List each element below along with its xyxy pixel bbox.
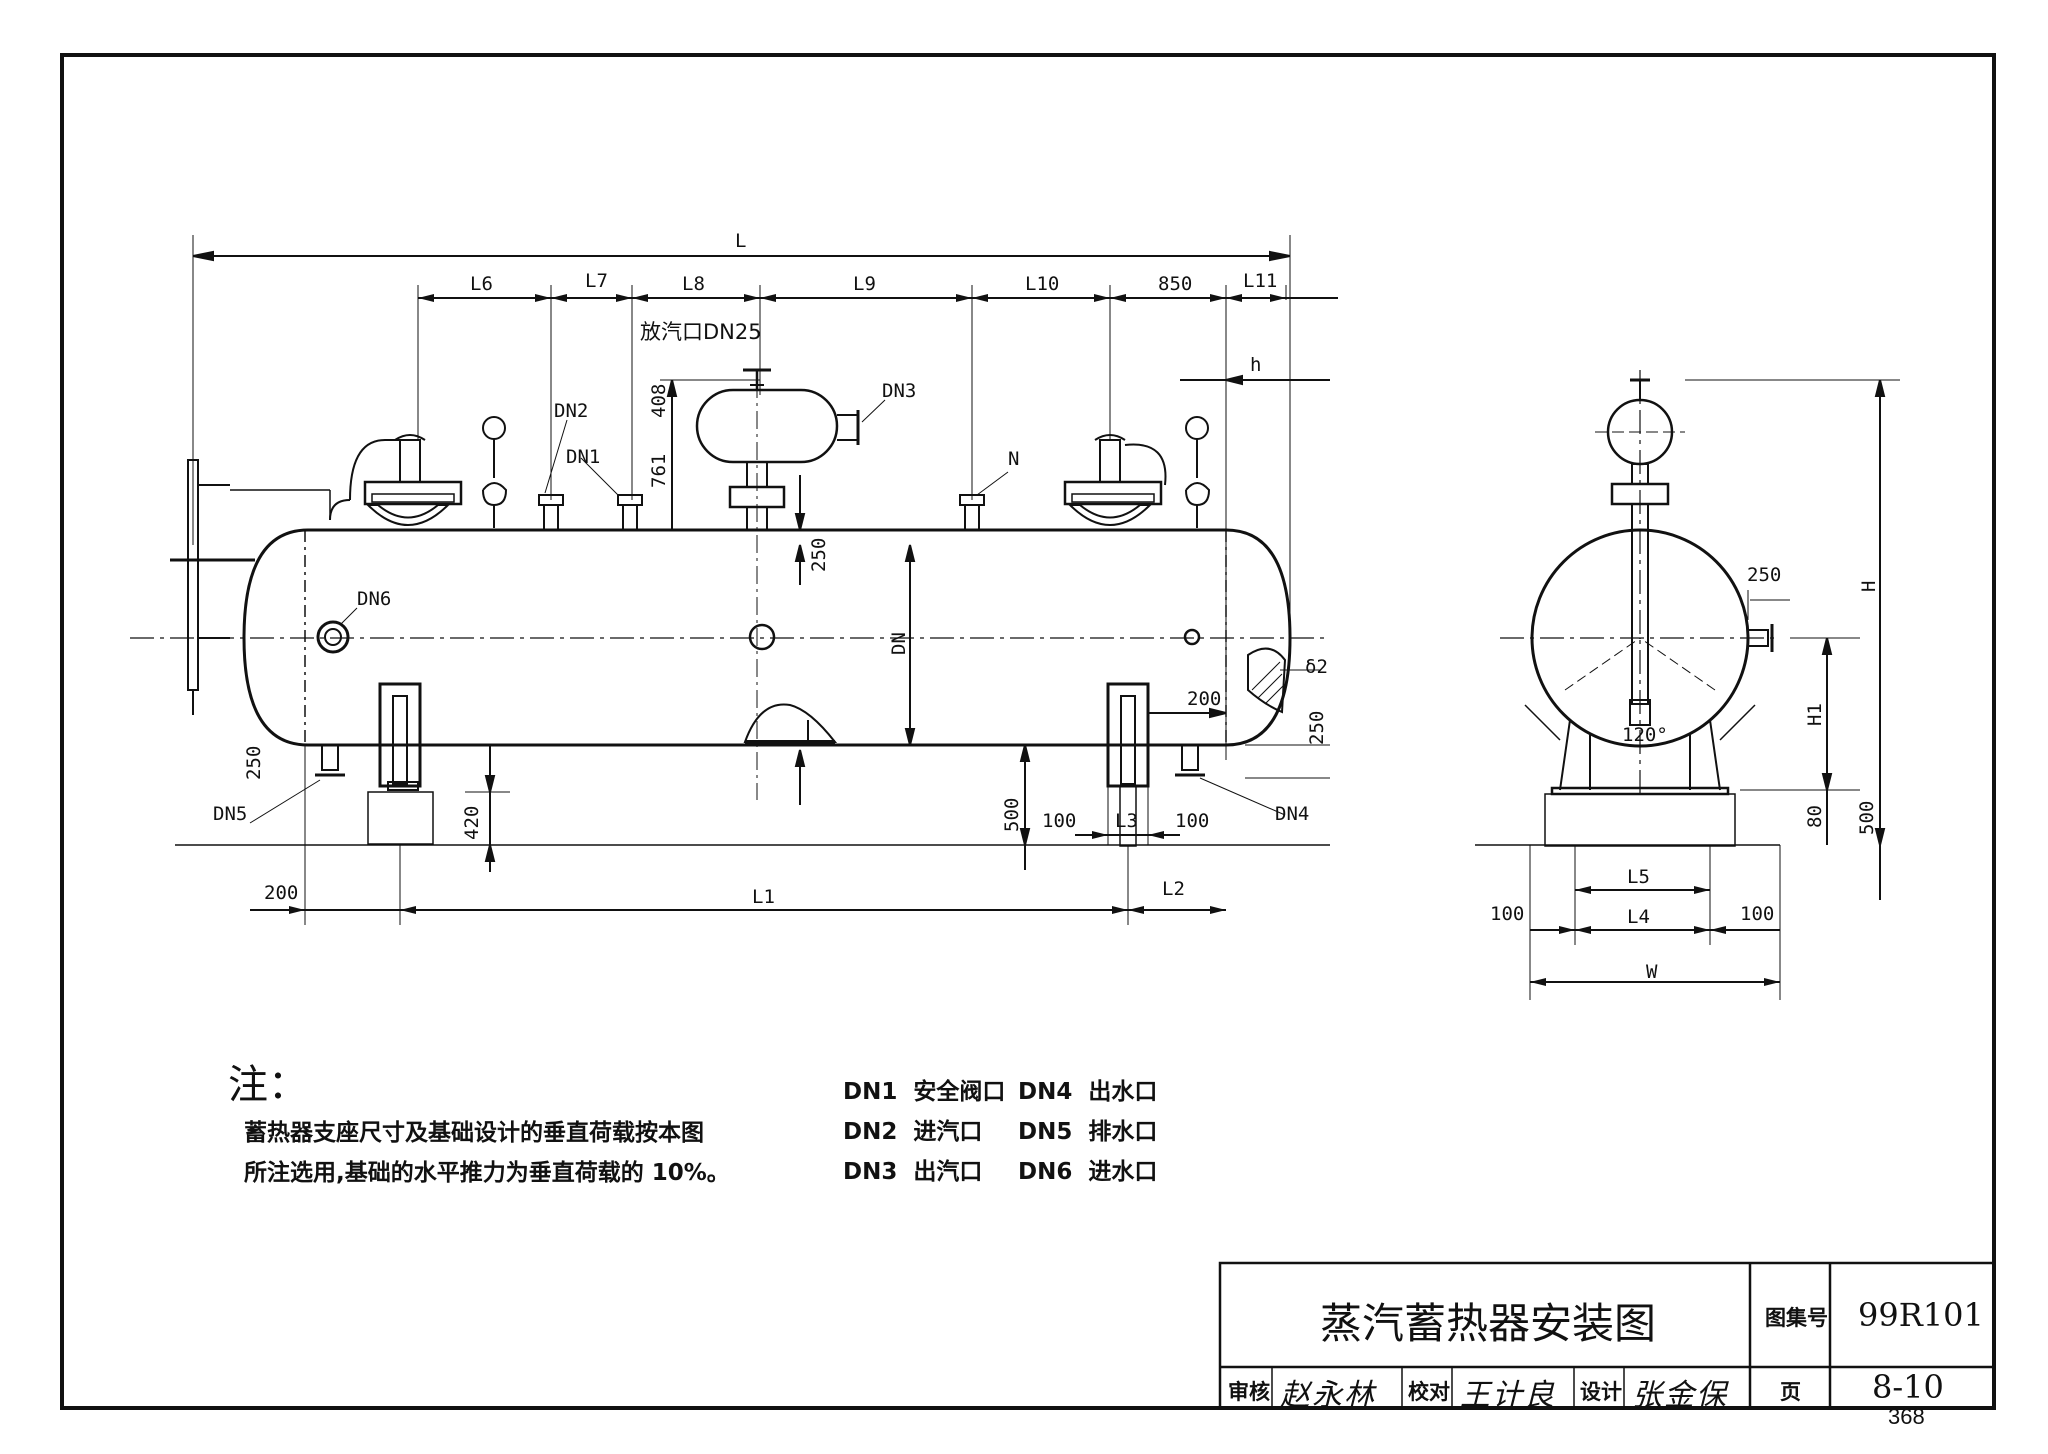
dim-100-b: 100 xyxy=(1175,810,1210,832)
dim-250-right: 250 xyxy=(1306,710,1328,745)
dim-250-top: 250 xyxy=(808,537,830,572)
check-label: 校对 xyxy=(1408,1380,1450,1404)
dim-420: 420 xyxy=(461,805,483,840)
review-label: 审核 xyxy=(1228,1380,1270,1404)
sheet-page-number: 368 xyxy=(1888,1404,1925,1429)
dim-200-right: 200 xyxy=(1187,688,1222,710)
notes-line-2: 所注选用,基础的水平推力为垂直荷载的 10%。 xyxy=(244,1160,730,1186)
nozzle-DN5: DN5 xyxy=(213,803,248,825)
dim-delta2: δ2 xyxy=(1305,656,1328,678)
notes-title: 注： xyxy=(228,1062,308,1108)
nozzle-DN1: DN1 xyxy=(566,446,601,468)
dim-L2: L2 xyxy=(1162,878,1185,900)
dim-850: 850 xyxy=(1158,273,1193,295)
side-dim-H1: H1 xyxy=(1804,703,1826,726)
legend-item: DN2 进汽口 xyxy=(843,1119,983,1145)
side-angle: 120° xyxy=(1622,724,1668,746)
page-number-box: 8-10 xyxy=(1872,1368,1944,1406)
side-dim-L4: L4 xyxy=(1627,906,1650,928)
check-signature: 王计良 xyxy=(1460,1378,1556,1413)
atlas-number: 99R101 xyxy=(1858,1296,1984,1334)
dim-100-a: 100 xyxy=(1042,810,1077,832)
side-dim-500: 500 xyxy=(1856,800,1878,835)
nozzle-DN3: DN3 xyxy=(882,380,917,402)
design-signature: 张金保 xyxy=(1632,1378,1728,1413)
side-dim-100-right: 100 xyxy=(1740,903,1775,925)
dim-L: L xyxy=(735,230,747,252)
review-signature: 赵永林 xyxy=(1280,1378,1376,1413)
nozzle-DN2: DN2 xyxy=(554,400,589,422)
side-dim-H: H xyxy=(1858,580,1880,592)
nozzle-DN4: DN4 xyxy=(1275,803,1310,825)
dim-408: 408 xyxy=(648,383,670,418)
dim-h: h xyxy=(1250,354,1262,376)
legend-item: DN4 出水口 xyxy=(1018,1079,1158,1105)
side-dim-100-left: 100 xyxy=(1490,903,1525,925)
design-label: 设计 xyxy=(1580,1380,1622,1404)
legend-item: DN3 出汽口 xyxy=(843,1159,983,1185)
side-dim-L5: L5 xyxy=(1627,866,1650,888)
title-block xyxy=(1218,1261,1996,1410)
dim-200-left: 200 xyxy=(264,882,299,904)
dim-DN: DN xyxy=(888,632,910,655)
atlas-label: 图集号 xyxy=(1765,1306,1828,1330)
page-label: 页 xyxy=(1780,1380,1801,1404)
drawing-border xyxy=(60,53,1996,1410)
nozzle-N: N xyxy=(1008,448,1020,470)
nozzle-DN6: DN6 xyxy=(357,588,392,610)
dim-761: 761 xyxy=(648,453,670,488)
side-dim-250: 250 xyxy=(1747,564,1782,586)
side-dim-W: W xyxy=(1646,961,1658,983)
drawing-title: 蒸汽蓄热器安装图 xyxy=(1319,1299,1656,1348)
side-view xyxy=(1475,370,1900,1000)
dim-L1: L1 xyxy=(752,886,775,908)
dim-L11: L11 xyxy=(1243,270,1278,292)
dim-L6: L6 xyxy=(470,273,493,295)
dim-250-left: 250 xyxy=(243,745,265,780)
dim-L8: L8 xyxy=(682,273,705,295)
legend-item: DN5 排水口 xyxy=(1018,1119,1158,1145)
dim-L9: L9 xyxy=(853,273,876,295)
dim-L10: L10 xyxy=(1025,273,1060,295)
vent-label: 放汽口DN25 xyxy=(640,320,762,344)
legend-item: DN6 进水口 xyxy=(1018,1159,1158,1185)
dim-L3: L3 xyxy=(1115,810,1138,832)
dim-L7: L7 xyxy=(585,270,608,292)
legend-item: DN1 安全阀口 xyxy=(843,1079,1006,1105)
dim-500: 500 xyxy=(1001,797,1023,832)
front-view xyxy=(130,235,1338,925)
notes-line-1: 蓄热器支座尺寸及基础设计的垂直荷载按本图 xyxy=(244,1120,704,1146)
side-dim-80: 80 xyxy=(1804,805,1826,828)
